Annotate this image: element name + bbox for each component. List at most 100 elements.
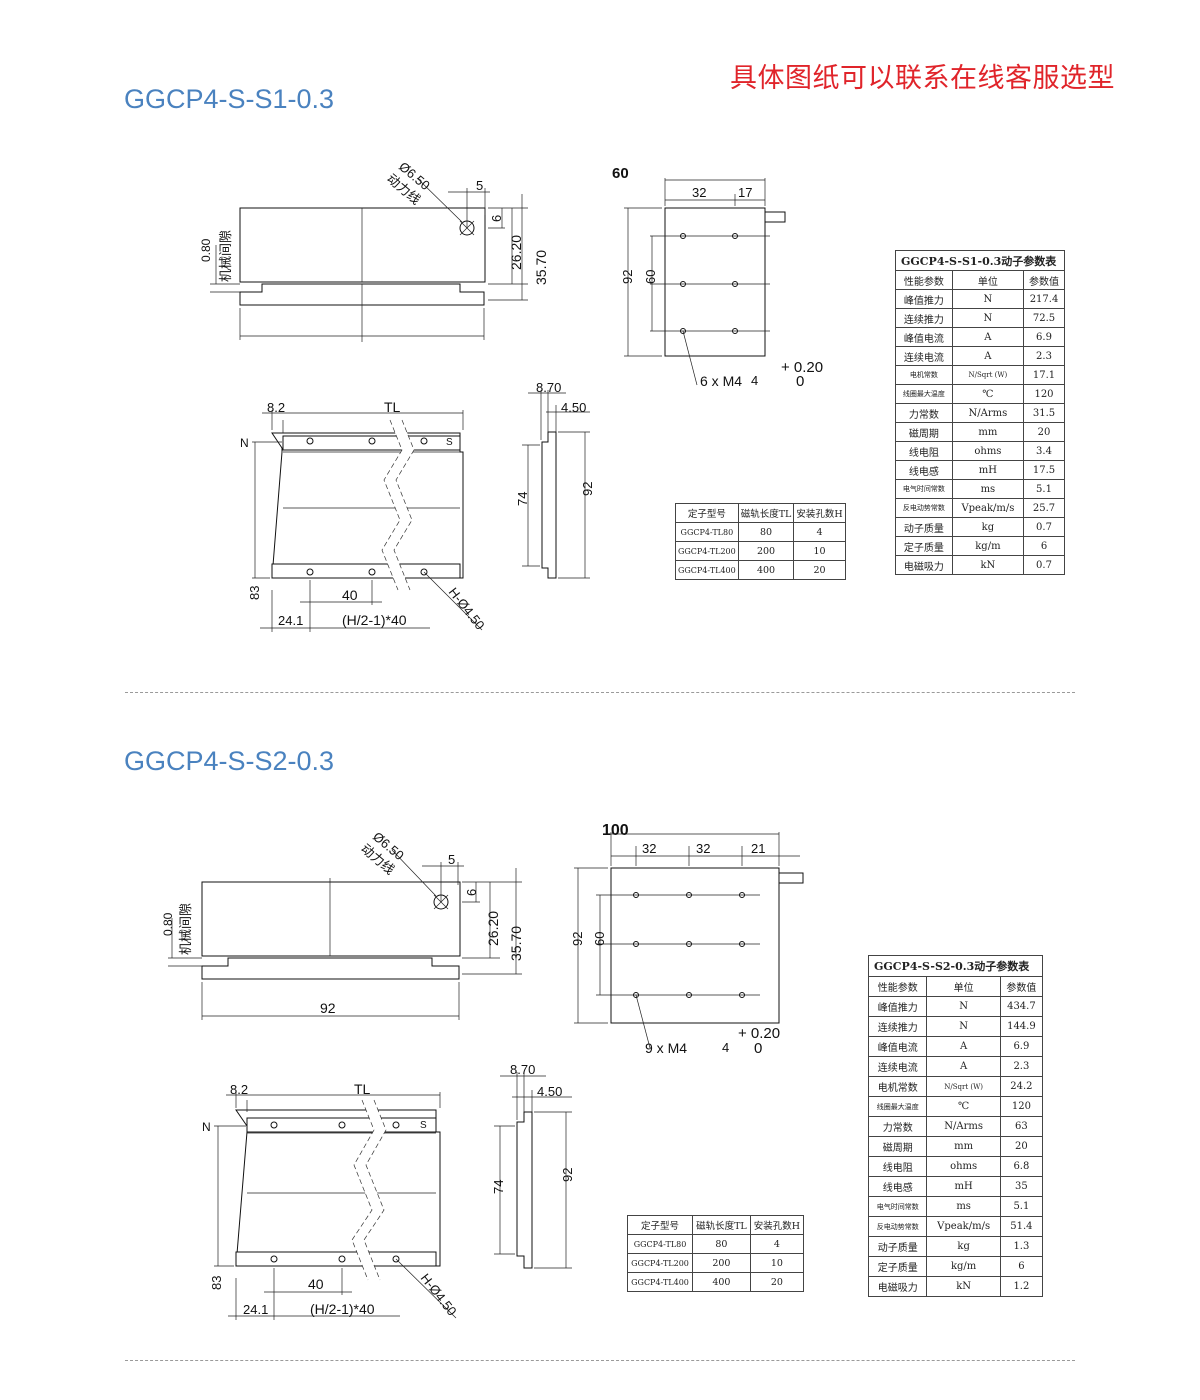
svg-text:74: 74 <box>515 492 530 506</box>
svg-text:8.2: 8.2 <box>230 1082 248 1097</box>
svg-text:26.20: 26.20 <box>485 911 501 946</box>
svg-text:92: 92 <box>320 1000 336 1016</box>
svg-text:40: 40 <box>308 1276 324 1292</box>
stator-hole-marks <box>306 437 428 576</box>
svg-text:8.70: 8.70 <box>536 380 561 395</box>
svg-text:+ 0.20: + 0.20 <box>738 1025 780 1042</box>
stator-plan-s1: 8.2 TL N S 40 24.1 (H/2-1)*40 H-Ø4.50 83 <box>240 399 488 633</box>
svg-text:8.2: 8.2 <box>267 400 285 415</box>
svg-text:35.70: 35.70 <box>508 926 524 961</box>
svg-text:24.1: 24.1 <box>243 1302 268 1317</box>
svg-text:24.1: 24.1 <box>278 613 303 628</box>
front-view-s1: 5 6 26.20 35.70 Ø6.50 动力线 0.80 机械间隙 <box>199 159 549 342</box>
svg-text:26.20: 26.20 <box>508 235 524 270</box>
svg-text:9 x M4: 9 x M4 <box>645 1040 687 1056</box>
svg-text:60: 60 <box>612 165 629 182</box>
mount-hole-marks <box>633 892 745 998</box>
model-title-s2: GGCP4-S-S2-0.3 <box>124 746 335 776</box>
svg-text:(H/2-1)*40: (H/2-1)*40 <box>342 612 407 628</box>
svg-text:5: 5 <box>476 178 483 193</box>
svg-text:83: 83 <box>247 586 262 600</box>
svg-text:TL: TL <box>354 1081 371 1097</box>
section-divider <box>125 1360 1075 1361</box>
drawing-s2: 5 6 26.20 35.70 Ø6.50 动力线 0.80 机械间隙 92 1… <box>161 822 804 1320</box>
svg-text:6: 6 <box>464 889 479 896</box>
svg-text:+ 0.20: + 0.20 <box>781 359 823 376</box>
drawing-s1: 5 6 26.20 35.70 Ø6.50 动力线 0.80 机械间隙 60 3… <box>199 159 823 633</box>
svg-text:0.80: 0.80 <box>161 912 175 936</box>
front-view-s2: 5 6 26.20 35.70 Ø6.50 动力线 0.80 机械间隙 92 <box>161 829 524 1020</box>
svg-text:74: 74 <box>491 1180 506 1194</box>
svg-text:4: 4 <box>751 373 758 388</box>
svg-text:H-Ø4.50: H-Ø4.50 <box>446 585 488 633</box>
mount-hole-marks <box>680 233 738 334</box>
svg-text:0: 0 <box>754 1040 762 1057</box>
section-divider <box>125 692 1075 693</box>
svg-text:92: 92 <box>560 1168 575 1182</box>
svg-text:21: 21 <box>751 841 765 856</box>
svg-text:60: 60 <box>643 270 658 284</box>
model-title-s1: GGCP4-S-S1-0.3 <box>124 84 335 114</box>
svg-text:32: 32 <box>696 841 710 856</box>
svg-text:8.70: 8.70 <box>510 1062 535 1077</box>
svg-text:92: 92 <box>580 482 595 496</box>
svg-text:4.50: 4.50 <box>537 1084 562 1099</box>
svg-text:0.80: 0.80 <box>199 238 213 262</box>
svg-text:S: S <box>420 1120 427 1131</box>
svg-text:S: S <box>446 437 453 448</box>
svg-text:60: 60 <box>592 932 607 946</box>
svg-text:35.70: 35.70 <box>533 250 549 285</box>
svg-text:(H/2-1)*40: (H/2-1)*40 <box>310 1301 375 1317</box>
svg-text:17: 17 <box>738 185 752 200</box>
svg-text:92: 92 <box>620 270 635 284</box>
svg-text:0: 0 <box>796 373 804 390</box>
stator-plan-s2: 8.2 TL N S 40 24.1 (H/2-1)*40 H-Ø4.50 83 <box>202 1081 460 1320</box>
svg-text:4.50: 4.50 <box>561 400 586 415</box>
svg-text:机械间隙: 机械间隙 <box>219 230 234 282</box>
svg-text:83: 83 <box>209 1276 224 1290</box>
stator-side-s2: 8.70 4.50 74 92 <box>491 1062 575 1269</box>
svg-text:6: 6 <box>489 215 504 222</box>
contact-note: 具体图纸可以联系在线客服选型 <box>730 63 1115 94</box>
svg-text:92: 92 <box>570 932 585 946</box>
top-view-s2: 100 32 32 21 92 60 9 x M4 4 + 0.20 0 <box>570 822 804 1057</box>
svg-text:40: 40 <box>342 587 358 603</box>
svg-text:4: 4 <box>722 1040 729 1055</box>
svg-text:N: N <box>240 436 249 450</box>
svg-text:32: 32 <box>692 185 706 200</box>
